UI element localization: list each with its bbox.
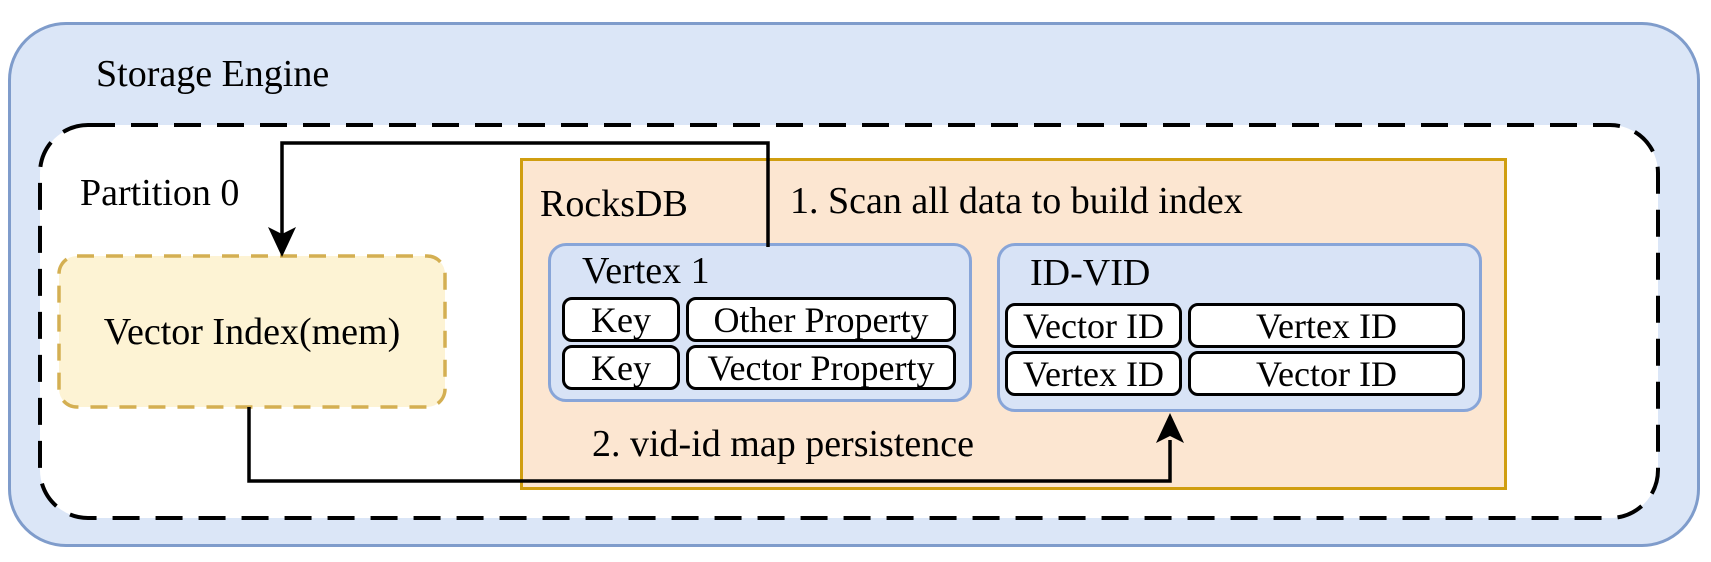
persistence-annotation: 2. vid-id map persistence [592, 423, 975, 465]
idvid-row2-key-cell: Vertex ID [1005, 351, 1182, 396]
idvid-row1-key-cell: Vector ID [1005, 303, 1182, 348]
scan-annotation: 1. Scan all data to build index [790, 180, 1243, 222]
rocksdb-label: RocksDB [540, 183, 688, 225]
idvid-row1-value-cell: Vertex ID [1188, 303, 1465, 348]
idvid-row2-value-cell: Vector ID [1188, 351, 1465, 396]
vertex1-row2-value-cell: Vector Property [686, 345, 956, 390]
vertex1-title: Vertex 1 [582, 250, 710, 292]
vertex1-row1-value-cell: Other Property [686, 297, 956, 342]
idvid-title: ID-VID [1030, 252, 1151, 294]
vertex1-row2-key-cell: Key [562, 345, 680, 390]
storage-engine-label: Storage Engine [96, 53, 330, 95]
vertex1-row1-key-cell: Key [562, 297, 680, 342]
partition-label: Partition 0 [80, 172, 240, 214]
vector-index-label: Vector Index(mem) [103, 310, 401, 353]
